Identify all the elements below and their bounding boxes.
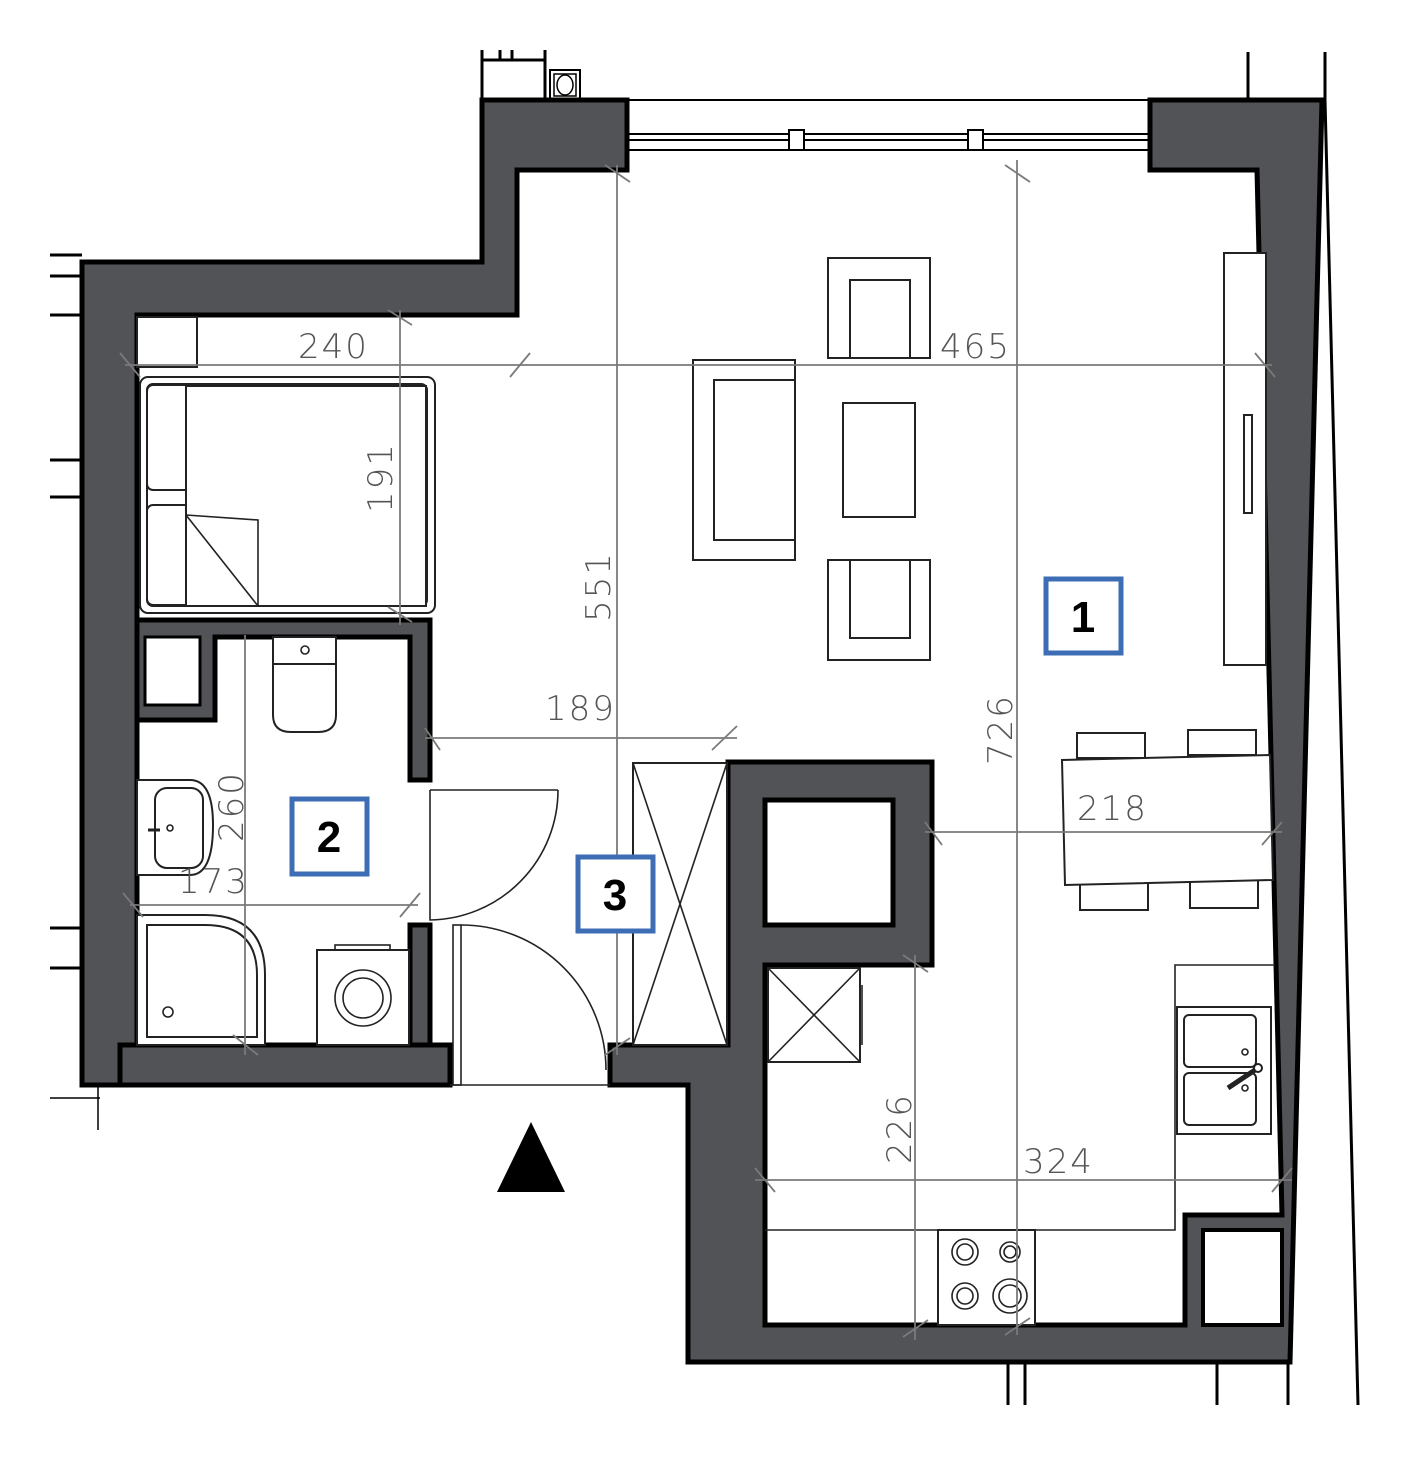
room-label-3: 3 [575, 854, 656, 934]
closet [143, 635, 202, 707]
bed [139, 376, 436, 614]
exterior-lines [50, 50, 1360, 1406]
dimension-labels: 240 465 191 551 189 726 218 260 173 226 … [178, 327, 1148, 1182]
dim-218: 218 [1077, 789, 1148, 829]
wall-bed-bath [134, 617, 433, 783]
dim-324: 324 [1023, 1142, 1094, 1182]
dim-260: 260 [212, 771, 252, 842]
dim-173: 173 [178, 862, 249, 902]
wall-bath-east [407, 922, 433, 1048]
shower [136, 914, 266, 1046]
fridge-alcove [1201, 1228, 1284, 1327]
dim-551: 551 [579, 551, 619, 622]
armchair-top [827, 257, 931, 359]
dining-set [1060, 729, 1275, 911]
dim-465: 465 [940, 327, 1011, 367]
dim-240: 240 [298, 327, 369, 367]
bathroom-door[interactable] [429, 789, 559, 921]
dim-189: 189 [545, 689, 616, 729]
room-number: 2 [317, 813, 341, 862]
kitchen [765, 964, 1275, 1326]
walls [79, 97, 1325, 1365]
dim-191: 191 [361, 442, 401, 513]
dim-726: 726 [981, 694, 1021, 765]
coffee-table [842, 402, 916, 518]
wall-bath-south [117, 1042, 453, 1088]
washbasin [136, 779, 215, 876]
shaft [762, 797, 896, 928]
armchair-bottom [827, 559, 931, 661]
entrance-arrow-icon [497, 1122, 565, 1192]
toilet [272, 636, 337, 733]
dimension-lines [119, 160, 1293, 1340]
stove [937, 1229, 1036, 1326]
bathroom-fixtures [136, 636, 410, 1046]
tv-unit [1223, 252, 1267, 666]
sink [1176, 1006, 1272, 1135]
dim-226: 226 [880, 1093, 920, 1164]
doors [429, 789, 610, 1086]
window [626, 99, 1151, 151]
entrance-door[interactable] [460, 924, 607, 1071]
sofa [692, 359, 796, 561]
washing-machine [316, 944, 410, 1046]
nightstand [136, 316, 198, 368]
room-label-2: 2 [289, 796, 370, 877]
vent-icon [549, 69, 581, 101]
room-number: 3 [603, 871, 627, 920]
room-label-1: 1 [1043, 576, 1124, 656]
room-number: 1 [1071, 593, 1095, 642]
